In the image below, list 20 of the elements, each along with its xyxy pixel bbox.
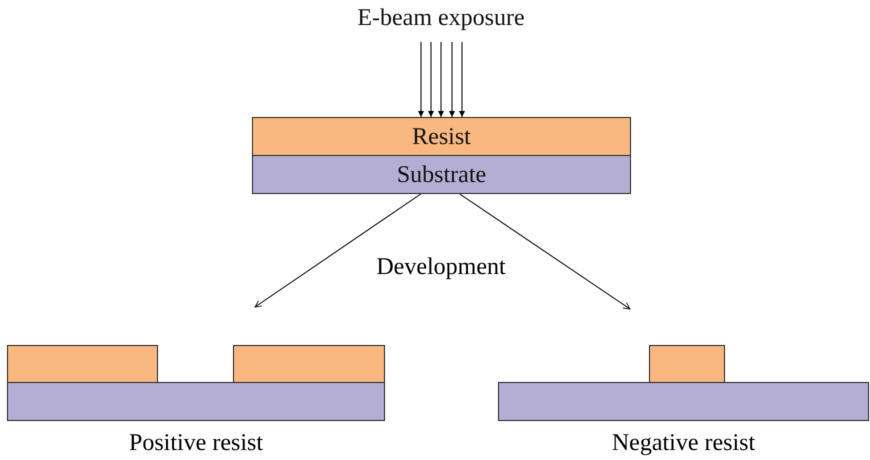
resist-block <box>649 345 725 383</box>
resist-block <box>7 345 158 383</box>
arrow <box>459 42 465 118</box>
arrow <box>418 42 424 118</box>
node-label: Negative resist <box>612 430 756 457</box>
arrow <box>438 42 444 118</box>
beam-label: E-beam exposure <box>357 6 525 30</box>
arrow <box>254 194 422 308</box>
substrate-layer <box>7 382 385 421</box>
resist-layer <box>252 117 631 156</box>
node-label: Positive resist <box>129 430 263 457</box>
process-label: Development <box>376 254 506 281</box>
arrow <box>428 42 434 118</box>
layer-label: Substrate <box>396 162 486 186</box>
resist-block <box>233 345 385 383</box>
substrate-layer <box>252 155 631 194</box>
layer-label: Resist <box>412 124 471 148</box>
substrate-layer <box>498 382 869 421</box>
arrow <box>459 194 630 310</box>
arrow <box>449 42 455 118</box>
